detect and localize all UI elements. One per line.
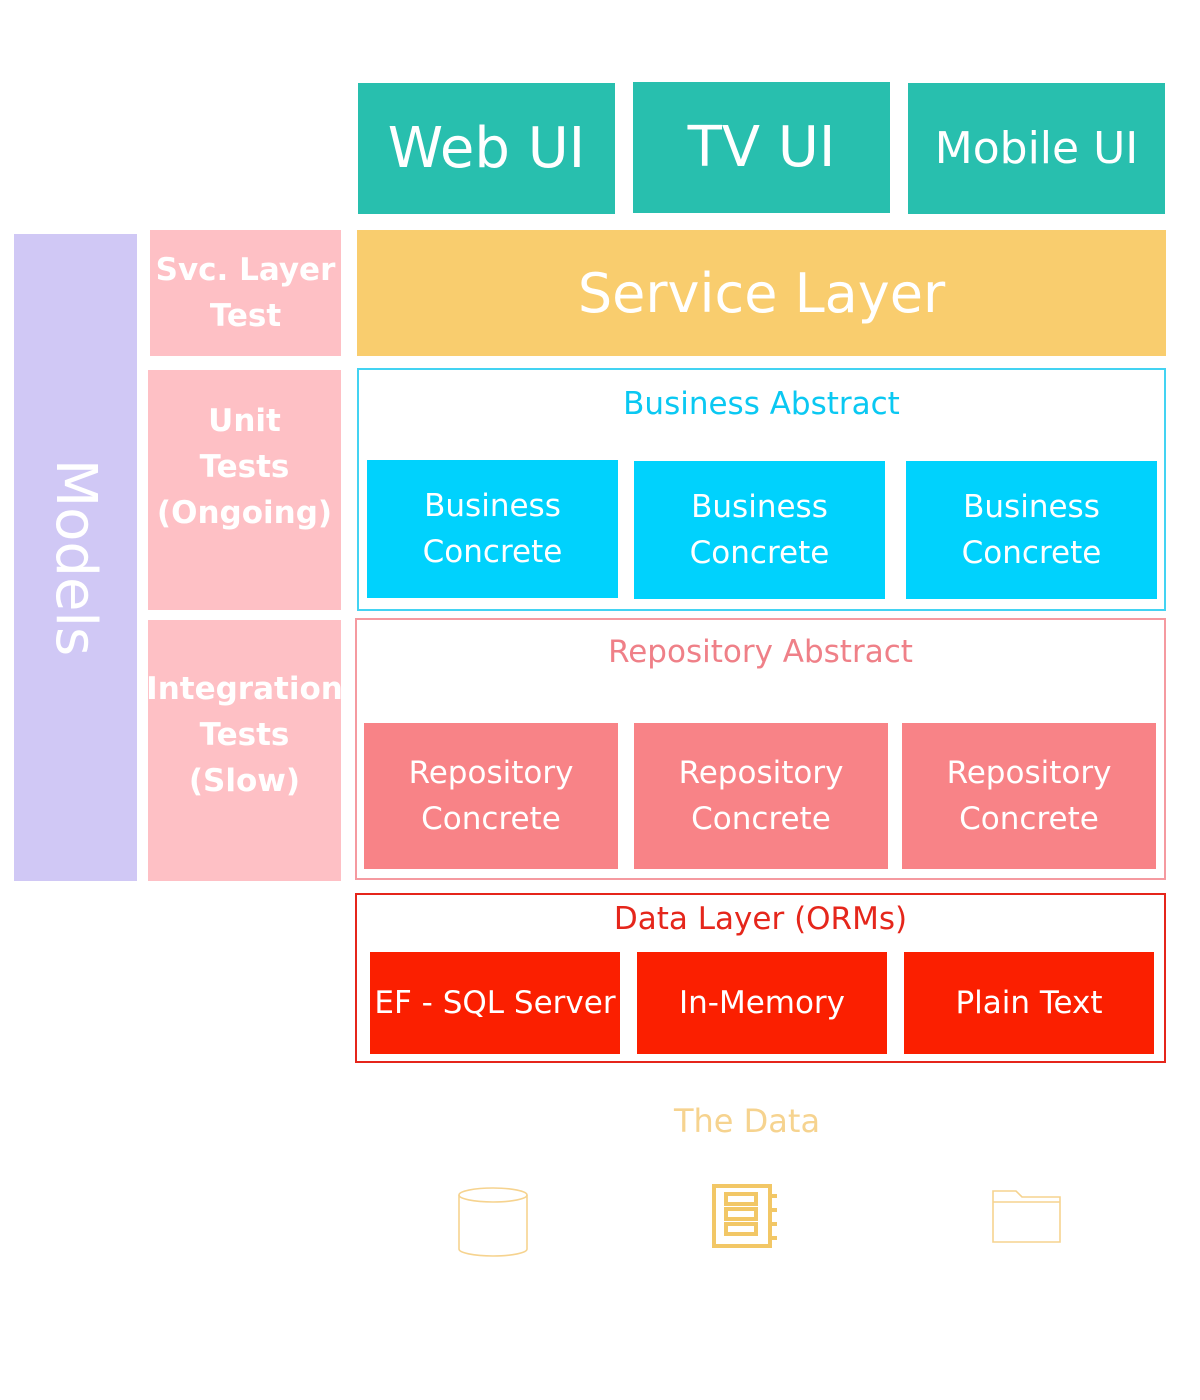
mobile-ui-label: Mobile UI [934,123,1139,174]
ef-sql-server-label: EF - SQL Server [374,985,616,1021]
service-layer-box: Service Layer [357,230,1166,356]
repository-concrete-label: Concrete [691,801,831,837]
in-memory-label: In-Memory [678,985,846,1021]
models-label: Models [43,458,108,657]
models-bar: Models [14,234,137,881]
unit-test-line-2: Tests [199,449,290,485]
business-concrete-label: Business [424,488,561,524]
business-concrete-label: Business [963,489,1100,525]
business-abstract-title: Business Abstract [623,386,900,422]
in-memory-box: In-Memory [637,952,887,1054]
data-layer-title: Data Layer (ORMs) [613,901,908,937]
business-concrete-label: Business [691,489,828,525]
unit-test-line-3: (Ongoing) [156,495,333,531]
database-icon [458,1187,528,1257]
memory-icon [712,1184,777,1248]
integration-test-line-1: Integration [146,671,343,707]
business-concrete-label: Concrete [422,534,563,570]
integration-test-line-2: Tests [199,717,290,753]
web-ui-label: Web UI [387,116,586,181]
svc-layer-test-box: Svc. Layer Test [150,230,341,356]
unit-test-line-1: Unit [208,403,281,439]
tv-ui-box: TV UI [633,82,890,213]
repository-concrete-label: Repository [678,755,844,791]
plain-text-box: Plain Text [904,952,1154,1054]
the-data-label: The Data [673,1102,821,1140]
mobile-ui-box: Mobile UI [908,83,1165,214]
web-ui-box: Web UI [358,83,615,214]
ef-sql-server-box: EF - SQL Server [370,952,620,1054]
plain-text-label: Plain Text [955,985,1103,1021]
repository-abstract-title: Repository Abstract [608,634,913,670]
integration-test-line-3: (Slow) [188,763,301,799]
repository-concrete-label: Concrete [959,801,1099,837]
tv-ui-label: TV UI [687,115,836,180]
svc-test-line-1: Svc. Layer [155,252,336,288]
business-concrete-label: Concrete [961,535,1102,571]
repository-concrete-label: Concrete [421,801,561,837]
folder-icon [992,1190,1061,1243]
unit-tests-box: Unit Tests (Ongoing) [148,370,341,610]
repository-concrete-label: Repository [946,755,1112,791]
service-layer-label: Service Layer [577,261,946,325]
repository-concrete-label: Repository [408,755,574,791]
integration-tests-box: Integration Tests (Slow) [146,620,343,881]
business-concrete-label: Concrete [689,535,830,571]
svc-test-line-2: Test [209,298,282,334]
